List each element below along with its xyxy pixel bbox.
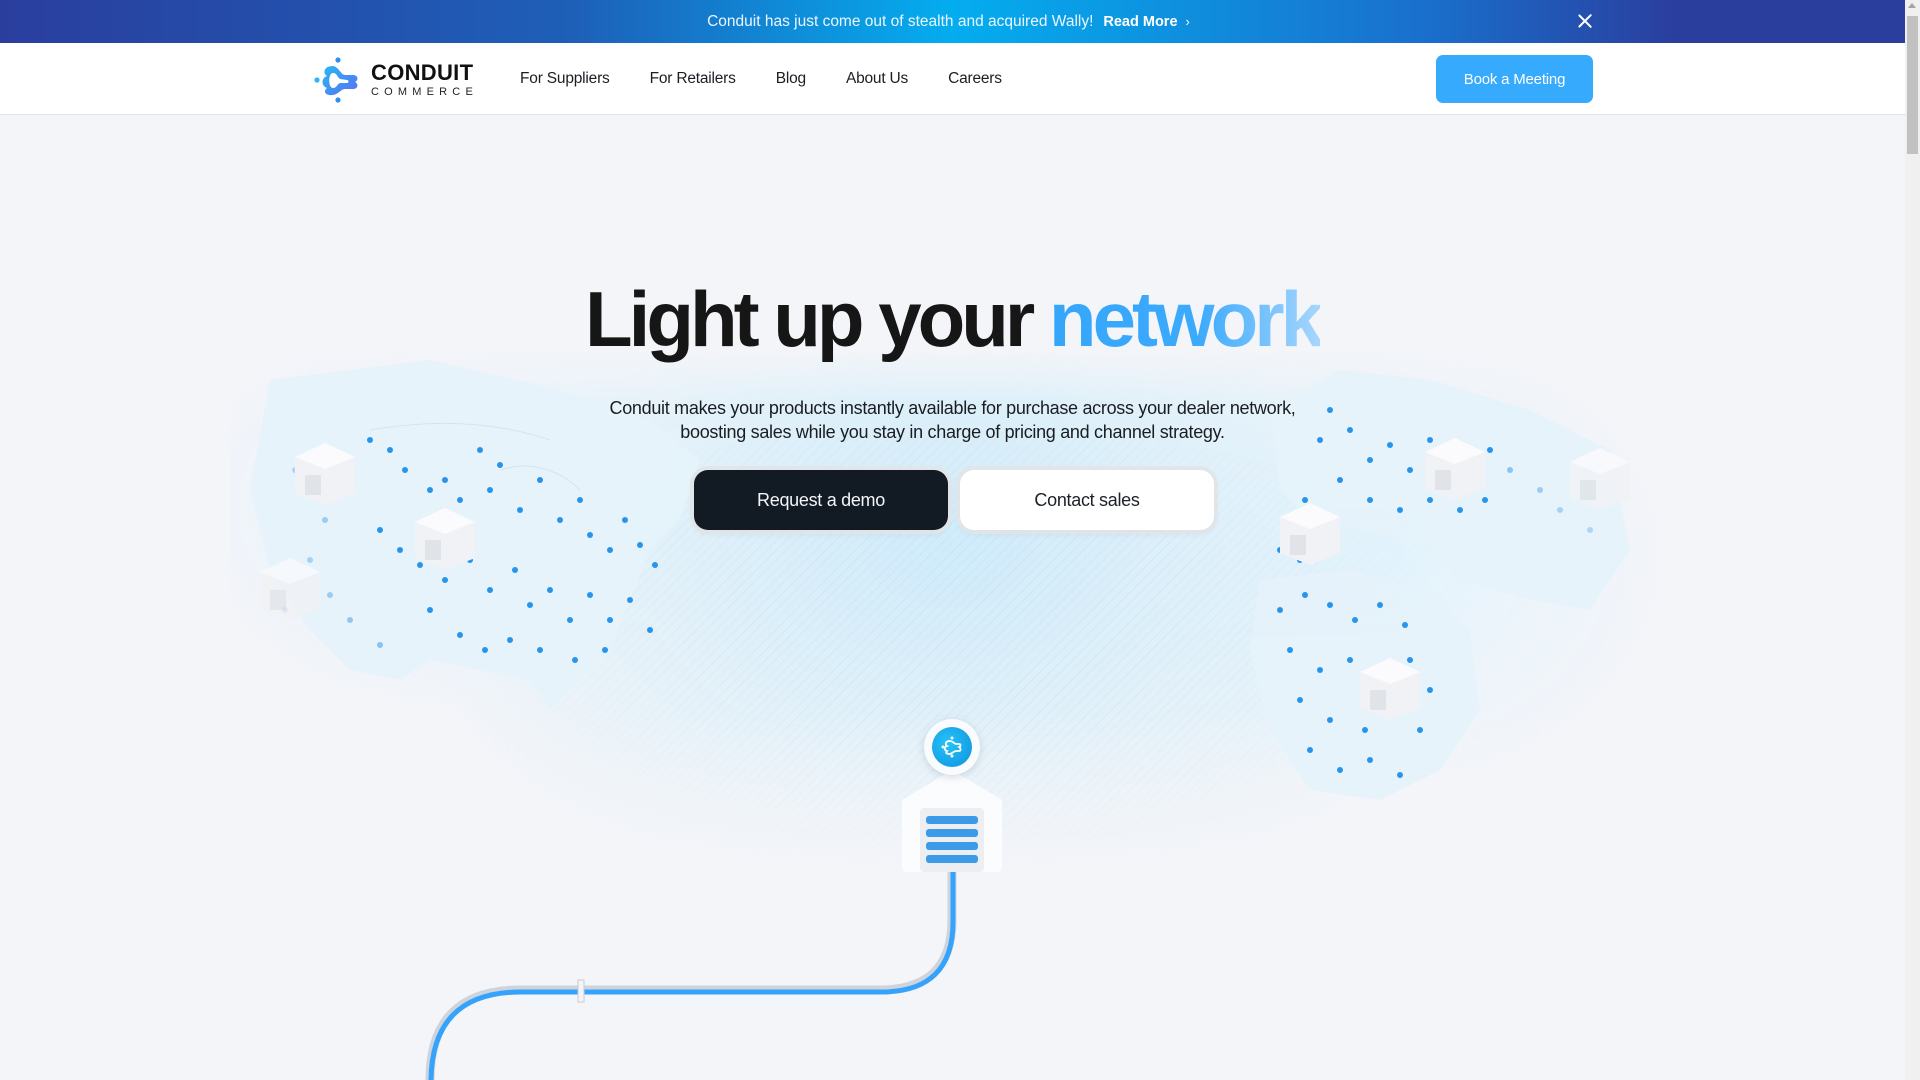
- store-building-icon: [415, 508, 475, 570]
- store-building-icon: [1570, 448, 1630, 510]
- logo-subtitle: COMMERCE: [371, 86, 478, 98]
- close-icon[interactable]: [1574, 10, 1596, 32]
- contact-sales-button[interactable]: Contact sales: [960, 470, 1214, 530]
- north-america-outline: [369, 422, 581, 491]
- nav-link-careers[interactable]: Careers: [948, 70, 1002, 87]
- pipe-joint: [577, 979, 585, 1003]
- warehouse-icon: [902, 770, 1002, 872]
- page-scrollbar[interactable]: [1905, 0, 1920, 1080]
- announcement-banner: Conduit has just come out of stealth and…: [0, 0, 1905, 43]
- top-navigation: CONDUIT COMMERCE For Suppliers For Retai…: [0, 43, 1905, 115]
- store-building-icon: [295, 443, 355, 505]
- read-more-label: Read More: [1103, 13, 1178, 30]
- nav-link-for-retailers[interactable]: For Retailers: [649, 70, 736, 87]
- store-building-icon: [260, 558, 320, 620]
- hero-subtitle-line-1: Conduit makes your products instantly av…: [609, 398, 1296, 418]
- nav-link-about-us[interactable]: About Us: [845, 70, 909, 87]
- network-map-illustration: [250, 360, 1630, 800]
- network-pipe: [425, 860, 957, 1080]
- nav-link-blog[interactable]: Blog: [775, 70, 806, 87]
- hero-title-accent: network: [1048, 275, 1324, 363]
- hero-cta-row: Request a demo Contact sales: [694, 470, 1214, 530]
- logo-wordmark: CONDUIT: [371, 60, 474, 85]
- hero-subtitle: Conduit makes your products instantly av…: [560, 396, 1345, 444]
- hub-logo-icon: [941, 736, 962, 758]
- conduit-logo-icon: [314, 57, 358, 103]
- scroll-up-arrow-icon[interactable]: [1908, 3, 1916, 8]
- read-more-link[interactable]: Read More ›: [1103, 14, 1189, 30]
- book-meeting-button[interactable]: Book a Meeting: [1436, 55, 1593, 103]
- store-building-icon: [1360, 658, 1420, 720]
- hero-title: Light up your network: [0, 280, 1905, 358]
- nav-links: For Suppliers For Retailers Blog About U…: [520, 43, 1002, 115]
- nav-link-for-suppliers[interactable]: For Suppliers: [520, 70, 610, 87]
- hero-subtitle-line-2: boosting sales while you stay in charge …: [680, 422, 1225, 442]
- logo[interactable]: CONDUIT COMMERCE: [313, 55, 478, 105]
- scrollbar-thumb[interactable]: [1907, 16, 1918, 154]
- request-demo-button[interactable]: Request a demo: [694, 470, 948, 530]
- store-building-icon: [1425, 438, 1485, 500]
- chevron-right-icon: ›: [1185, 14, 1190, 29]
- store-building-icon: [1280, 503, 1340, 565]
- conduit-hub-icon: [924, 719, 980, 775]
- banner-message: Conduit has just come out of stealth and…: [707, 12, 1094, 30]
- hero-title-prefix: Light up your: [585, 275, 1035, 363]
- dealer-dots-north-america: [282, 437, 658, 663]
